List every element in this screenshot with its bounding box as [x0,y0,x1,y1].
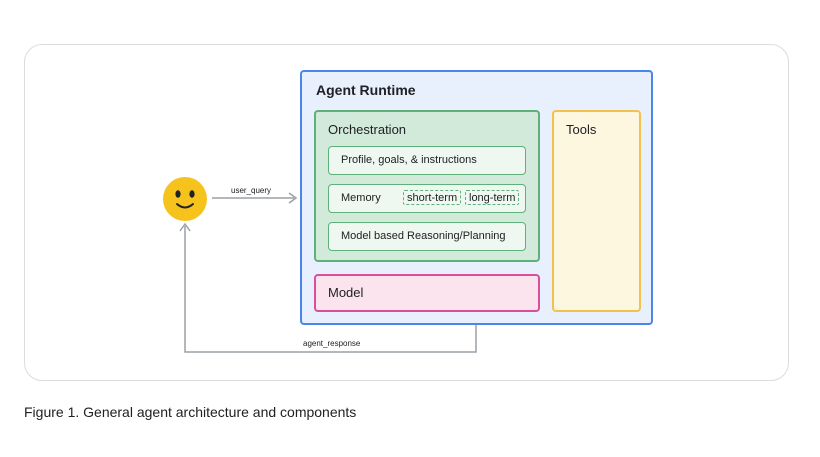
model-box: Model [314,274,540,312]
profile-label: Profile, goals, & instructions [341,154,477,166]
model-label: Model [328,285,364,300]
smiley-face-icon [163,177,207,221]
orchestration-title: Orchestration [328,122,407,137]
memory-box: Memory short-term long-term [328,184,526,213]
agent-response-arrowhead [179,222,191,232]
orchestration-box: Orchestration Profile, goals, & instruct… [314,110,540,262]
memory-label: Memory [341,192,381,204]
reasoning-label: Model based Reasoning/Planning [341,230,506,242]
agent-runtime-box: Agent Runtime Orchestration Profile, goa… [300,70,653,325]
reasoning-box: Model based Reasoning/Planning [328,222,526,251]
long-term-tag: long-term [465,190,520,205]
tools-box: Tools [552,110,641,312]
user-query-label: user_query [231,186,272,195]
agent-response-arrow [184,226,477,353]
agent-runtime-title: Agent Runtime [316,82,416,98]
figure-caption: Figure 1. General agent architecture and… [24,404,357,420]
tools-label: Tools [566,122,597,137]
user-query-arrowhead [288,192,298,204]
profile-box: Profile, goals, & instructions [328,146,526,175]
agent-response-label: agent_response [303,339,361,348]
short-term-tag: short-term [403,190,462,205]
